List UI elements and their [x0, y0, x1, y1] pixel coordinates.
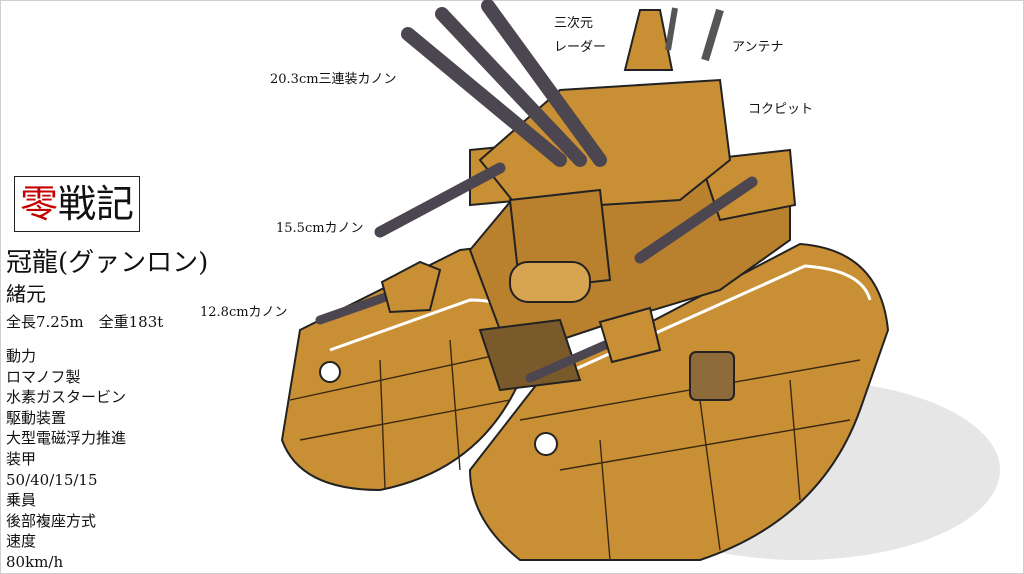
spec-row: 動力 [6, 347, 37, 365]
gun128-label: 12.8cmカノン [200, 305, 288, 320]
spec-row: 速度 [6, 532, 37, 551]
spec-row: 80km/h [6, 552, 64, 571]
logo-box: 零戦記 [14, 176, 140, 232]
spec-row: 後部複座方式 [6, 511, 97, 530]
unit-name: 冠龍(グァンロン) [6, 248, 209, 278]
radar-label-line2: レーダー [554, 40, 607, 55]
antenna-label: アンテナ [732, 40, 784, 55]
dimensions: 全長7.25m 全重183t [6, 313, 164, 331]
spec-row: 乗員 [6, 491, 37, 510]
logo-red-char: 零 [19, 182, 58, 226]
radar-label-line1: 三次元 [554, 16, 594, 31]
spec-row: ロマノフ製 [6, 367, 81, 386]
spec-row: 装甲 [6, 449, 37, 468]
main-gun-label: 20.3cm三連装カノン [270, 72, 397, 87]
cockpit-label: コクピット [748, 102, 814, 117]
logo-black-chars: 戦記 [58, 182, 135, 226]
spec-row: 水素ガスタービン [6, 388, 127, 407]
spec-row: 大型電磁浮力推進 [6, 429, 127, 448]
spec-panel: 冠龍(グァンロン) 緒元 全長7.25m 全重183t 動力 ロマノフ製 水素ガ… [6, 248, 266, 573]
spec-row: 駆動装置 [6, 408, 67, 427]
spec-row: 50/40/15/15 [6, 470, 98, 489]
gun155-label: 15.5cmカノン [276, 221, 364, 236]
spec-heading: 緒元 [6, 282, 46, 306]
